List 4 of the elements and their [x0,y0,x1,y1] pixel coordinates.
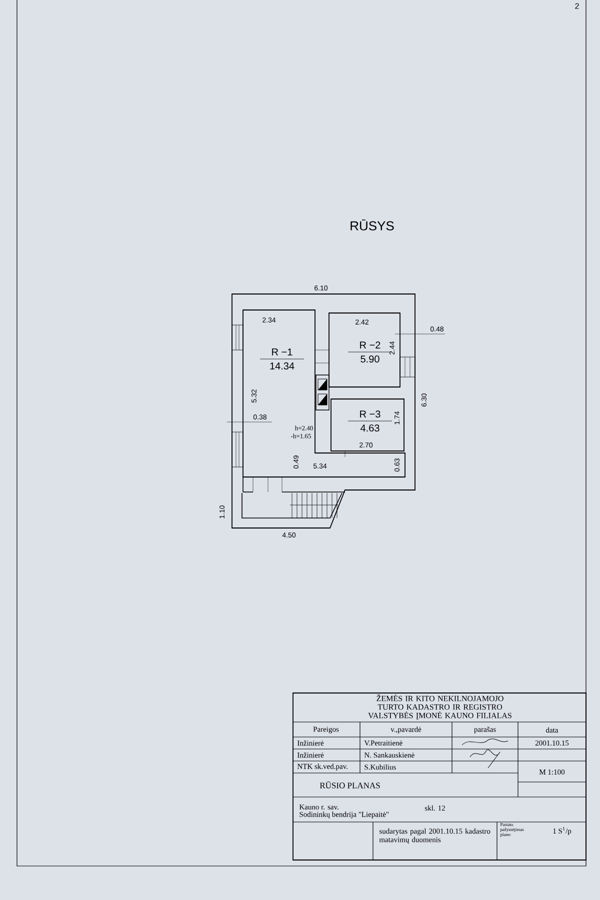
drawing-title: RŪSIO PLANAS [320,782,380,788]
page-number: 2 [575,3,579,9]
organization-name: ŽEMĖS IR KITO NEKILNOJAMOJO TURTO KADASTRO IR REGISTRO VALSTYBĖS ĮMONĖ KAUNO FILIALAS [368,694,512,720]
plan-title: RŪSYS [350,220,394,230]
